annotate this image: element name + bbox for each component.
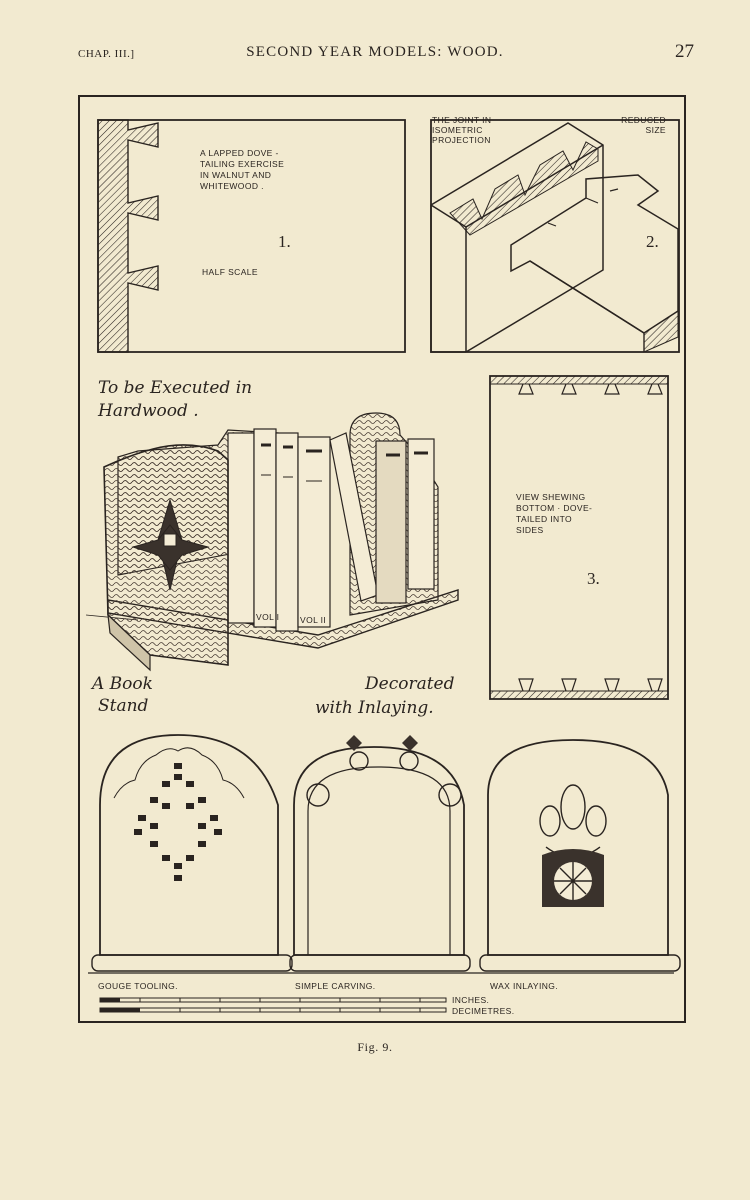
gouge-tooling-label: GOUGE TOOLING.	[98, 981, 178, 991]
bookstand-caption-line: Stand	[98, 696, 149, 716]
chapter-reference: CHAP. III.]	[78, 48, 135, 60]
simple-carving-label: SIMPLE CARVING.	[295, 981, 375, 991]
gouge-cut-pattern	[134, 763, 222, 881]
panel1-number: 1.	[278, 232, 291, 251]
panel-bottom-view: VIEW SHEWING BOTTOM · DOVE- TAILED INTO …	[489, 375, 669, 700]
book-stand-illustration: To be Executed in Hardwood . VOL I VOL I…	[85, 378, 459, 718]
panel2-joint-line: PROJECTION	[432, 135, 491, 145]
panel-isometric-joint: THE JOINT IN ISOMETRIC PROJECTION REDUCE…	[430, 115, 680, 353]
scale-inches-label: INCHES.	[452, 995, 489, 1005]
bookstand-caption-line: with Inlaying.	[315, 698, 434, 718]
book-volume-label: VOL II	[300, 615, 326, 625]
figure-plate: A LAPPED DOVE - TAILING EXERCISE IN WALN…	[85, 115, 681, 1016]
panel-lapped-dovetail: A LAPPED DOVE - TAILING EXERCISE IN WALN…	[97, 119, 406, 353]
panel3-text-line: TAILED INTO	[516, 514, 572, 524]
bookstand-note-line: To be Executed in	[98, 378, 252, 398]
panel3-text-line: BOTTOM · DOVE-	[516, 503, 592, 513]
running-title: SECOND YEAR MODELS: WOOD.	[246, 44, 504, 60]
panel1-text-line: A LAPPED DOVE -	[200, 148, 279, 158]
panel1-text-line: IN WALNUT AND	[200, 170, 271, 180]
panel2-number: 2.	[646, 232, 659, 251]
panel1-text-line: TAILING EXERCISE	[200, 159, 284, 169]
scale-bars: INCHES. DECIMETRES.	[99, 995, 515, 1016]
panel2-size-line: REDUCED	[621, 115, 666, 125]
panel1-scale-note: HALF SCALE	[202, 267, 258, 277]
running-header: CHAP. III.] SECOND YEAR MODELS: WOOD. 27	[0, 41, 750, 74]
end-design-simple-carving	[289, 735, 471, 972]
panel2-joint-line: ISOMETRIC	[432, 125, 483, 135]
bookstand-caption-line: A Book	[90, 674, 153, 694]
figure-frame	[78, 95, 686, 1023]
bookstand-caption-line: Decorated	[364, 674, 455, 694]
page-number: 27	[675, 41, 694, 62]
panel2-size-line: SIZE	[646, 125, 667, 135]
figure-caption: Fig. 9.	[357, 1040, 393, 1054]
end-design-wax-inlaying	[479, 739, 681, 972]
panel2-joint-line: THE JOINT IN	[432, 115, 491, 125]
panel3-text-line: VIEW SHEWING	[516, 492, 586, 502]
bookstand-note-line: Hardwood .	[97, 401, 199, 421]
panel3-text-line: SIDES	[516, 525, 544, 535]
panel3-number: 3.	[587, 569, 600, 588]
panel1-text-line: WHITEWOOD .	[200, 181, 264, 191]
wax-inlaying-label: WAX INLAYING.	[490, 981, 558, 991]
book-volume-label: VOL I	[256, 612, 279, 622]
end-design-gouge-tooling	[91, 734, 293, 972]
scale-decimetres-label: DECIMETRES.	[452, 1006, 515, 1016]
